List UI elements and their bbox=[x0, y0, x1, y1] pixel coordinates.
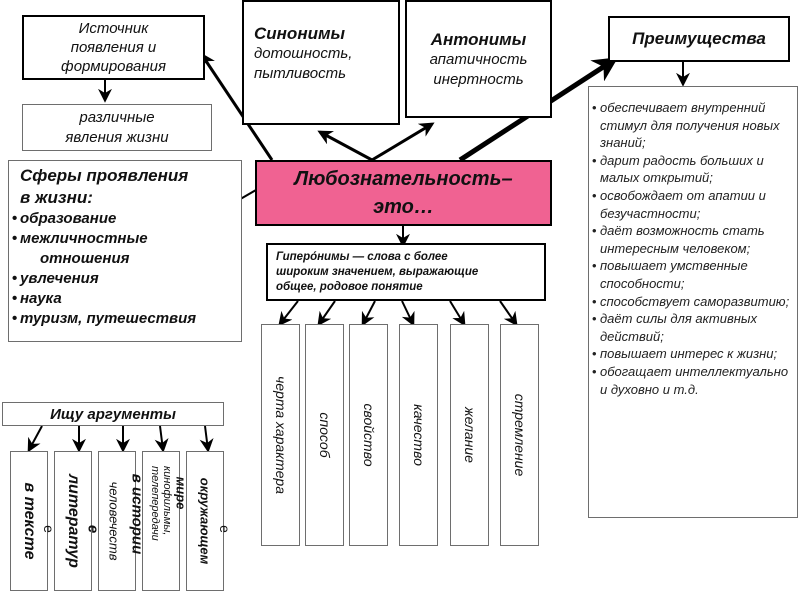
hyperonyms-line: общее, родовое понятие bbox=[276, 281, 423, 293]
spheres-box: Сферы проявления в жизни: образование ме… bbox=[8, 160, 242, 342]
hyperonym-label: желание bbox=[461, 407, 478, 463]
arrow-to-antonyms bbox=[371, 122, 435, 162]
hyperonym-label: качество bbox=[410, 404, 427, 466]
spheres-title: Сферы проявления bbox=[20, 166, 189, 185]
hyperonym-label: черта характера bbox=[272, 376, 289, 494]
argument-label: человечеств bbox=[106, 481, 122, 561]
center-title-line2: это… bbox=[373, 196, 434, 218]
spheres-list: образование межличностные отношения увле… bbox=[12, 209, 241, 329]
synonym-item: пытливость bbox=[254, 65, 346, 82]
argument-box: окружающем е bbox=[186, 451, 233, 591]
hyperonym-box: стремление bbox=[500, 324, 539, 546]
center-title-line1: Любознательность– bbox=[294, 168, 513, 190]
hyperonym-box: качество bbox=[399, 324, 438, 546]
argument-label: литератур bbox=[65, 474, 82, 568]
argument-box: литератур е bbox=[54, 451, 102, 591]
phenomena-line: различные bbox=[79, 108, 155, 126]
source-line: появления и bbox=[70, 39, 157, 56]
hyperonyms-box: Гиперо́нимы — слова с более широким знач… bbox=[266, 243, 546, 301]
arrow-to-synonyms bbox=[317, 130, 373, 162]
advantage-item: дарит радость больших и малых открытий; bbox=[592, 152, 791, 187]
arrow-hyp-5 bbox=[449, 300, 466, 327]
advantage-item: повышает интерес к жизни; bbox=[592, 345, 791, 363]
hyperonyms-line: Гиперо́нимы — слова с более bbox=[276, 251, 448, 263]
advantage-item: даёт возможность стать интересным челове… bbox=[592, 222, 791, 257]
sphere-item: наука bbox=[12, 289, 241, 309]
arrow-arg-5 bbox=[199, 425, 214, 453]
argument-box: в тексте е bbox=[10, 451, 57, 591]
advantage-item: обеспечивает внутренний стимул для получ… bbox=[592, 99, 791, 152]
argument-label: кинофильмы, телепередачи bbox=[149, 466, 173, 541]
argument-overflow: е bbox=[217, 525, 233, 534]
sphere-item: образование bbox=[12, 209, 241, 229]
arguments-title: Ищу аргументы bbox=[50, 405, 176, 423]
argument-box: человечеств в истории bbox=[98, 451, 146, 591]
advantage-item: способствует саморазвитию; bbox=[592, 293, 791, 311]
arrow-arg-1 bbox=[27, 425, 43, 453]
center-box: Любознательность– это… bbox=[255, 160, 552, 226]
spheres-title: в жизни: bbox=[20, 188, 93, 207]
arrow-hyp-3 bbox=[361, 300, 376, 327]
hyperonym-label: стремление bbox=[511, 393, 528, 477]
advantages-list-box: обеспечивает внутренний стимул для получ… bbox=[588, 86, 798, 518]
advantages-list: обеспечивает внутренний стимул для получ… bbox=[592, 99, 791, 398]
hyperonym-box: черта характера bbox=[261, 324, 300, 546]
antonym-item: инертность bbox=[433, 71, 524, 88]
synonym-item: дотошность, bbox=[254, 45, 353, 62]
synonyms-box: Синонимы дотошность, пытливость bbox=[242, 0, 400, 125]
arrow-hyp-6 bbox=[499, 300, 518, 327]
advantages-title-box: Преимущества bbox=[608, 16, 790, 62]
advantage-item: освобождает от апатии и безучастности; bbox=[592, 187, 791, 222]
hyperonym-box: желание bbox=[450, 324, 489, 546]
hyperonym-label: способ bbox=[316, 412, 333, 458]
arrow-hyp-1 bbox=[278, 300, 299, 327]
argument-box: кинофильмы, телепередачи мире bbox=[142, 451, 189, 591]
synonyms-title: Синонимы bbox=[254, 24, 346, 43]
arrow-hyp-2 bbox=[317, 300, 336, 327]
advantages-title: Преимущества bbox=[632, 29, 766, 48]
phenomena-line: явления жизни bbox=[65, 128, 169, 146]
hyperonym-box: свойство bbox=[349, 324, 388, 546]
source-line: Источник bbox=[78, 20, 149, 37]
hyperonym-label: свойство bbox=[360, 403, 377, 467]
source-box: Источник появления и формирования bbox=[22, 15, 205, 80]
antonyms-title: Антонимы bbox=[430, 30, 527, 49]
arguments-title-box: Ищу аргументы bbox=[2, 402, 224, 426]
advantage-item: повышает умственные способности; bbox=[592, 257, 791, 292]
arrow-hyp-4 bbox=[401, 300, 415, 327]
hyperonyms-line: широким значением, выражающие bbox=[276, 266, 479, 278]
advantage-item: даёт силы для активных действий; bbox=[592, 310, 791, 345]
phenomena-box: различные явления жизни bbox=[22, 104, 212, 151]
sphere-item-continued: отношения bbox=[40, 250, 130, 267]
sphere-item: увлечения bbox=[12, 269, 241, 289]
argument-label: окружающем bbox=[197, 477, 213, 565]
sphere-item: туризм, путешествия bbox=[12, 309, 241, 329]
antonyms-box: Антонимы апатичность инертность bbox=[405, 0, 552, 118]
antonym-item: апатичность bbox=[429, 51, 528, 68]
sphere-item: межличностные bbox=[12, 229, 241, 249]
arrow-arg-4 bbox=[154, 425, 169, 453]
argument-label: в тексте bbox=[21, 482, 38, 560]
advantage-item: обогащает интеллектуально и духовно и т.… bbox=[592, 363, 791, 398]
source-line: формирования bbox=[61, 58, 166, 75]
hyperonym-box: способ bbox=[305, 324, 344, 546]
